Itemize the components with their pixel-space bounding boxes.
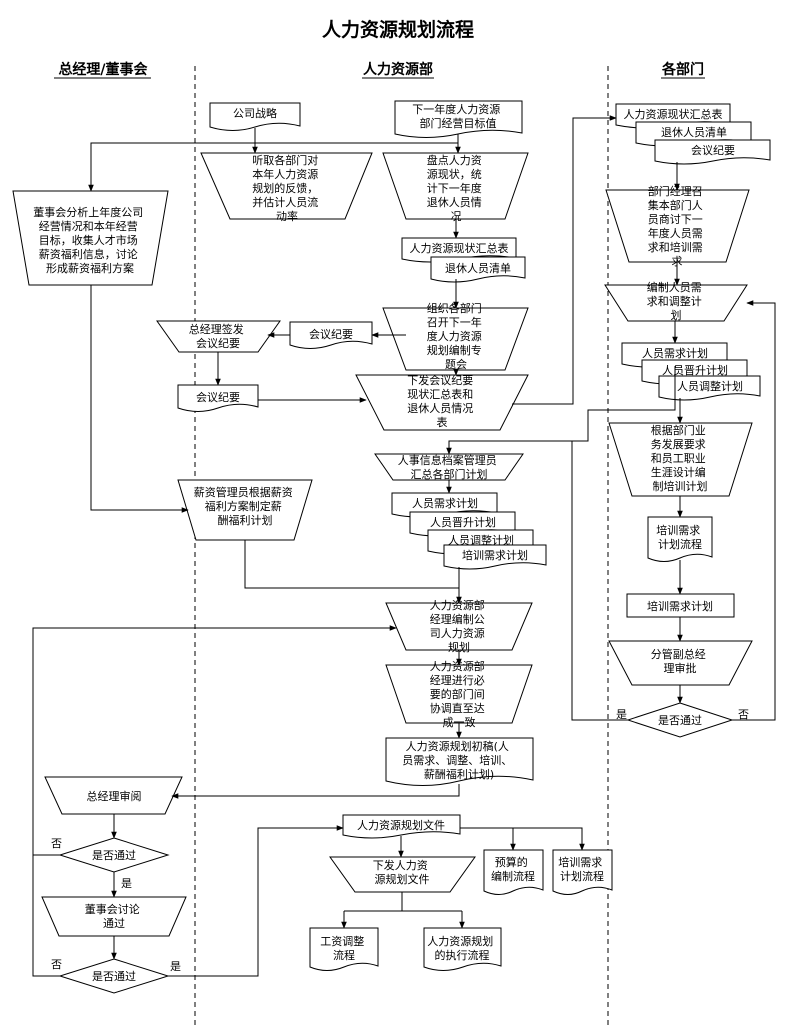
node-comp-admin: 薪资管理员根据薪资 福利方案制定薪 酬福利计划 <box>177 479 313 541</box>
node-meeting-minutes-1: 会议纪要 <box>289 321 373 349</box>
node-board-discuss: 董事会讨论 通过 <box>41 896 187 937</box>
edge-label-yes-2: 是 <box>170 960 181 973</box>
node-hr-archive: 人事信息档案管理员 汇总各部门计划 <box>374 453 524 481</box>
svg-text:总经理审阅: 总经理审阅 <box>87 789 142 803</box>
node-issue-minutes: 下发会议纪要 现状汇总表和 退休人员情况 表 <box>355 373 529 431</box>
svg-text:人力资源规划文件: 人力资源规划文件 <box>357 818 445 832</box>
svg-text:董事会讨论 通过: 董事会讨论 通过 <box>85 902 144 930</box>
svg-text:人员晋升计划: 人员晋升计划 <box>662 364 728 377</box>
node-plan-document: 人力资源规划文件 <box>342 814 461 839</box>
svg-text:下发会议纪要 现状汇总表和 退休人员: 下发会议纪要 现状汇总表和 退休人员情况 表 <box>407 373 477 429</box>
node-exec-flow: 人力资源规划 的执行流程 <box>423 927 502 971</box>
edge-label-no-1: 否 <box>51 837 62 850</box>
svg-text:会议纪要: 会议纪要 <box>196 391 240 404</box>
svg-text:培训需求计划: 培训需求计划 <box>462 548 528 562</box>
node-dept-plans-stack: 人员需求计划 人员晋升计划 人员调整计划 <box>621 342 761 401</box>
svg-text:人事信息档案管理员 汇总各部门计划: 人事信息档案管理员 汇总各部门计划 <box>398 453 501 481</box>
svg-text:根据部门业 务发展要求 和员工职业: 根据部门业 务发展要求 和员工职业 生涯设计编 制培训计划 <box>651 423 710 493</box>
svg-text:下一年度人力资源 部门经营目标值: 下一年度人力资源 部门经营目标值 <box>412 102 504 130</box>
svg-text:预算的 编制流程: 预算的 编制流程 <box>491 855 535 883</box>
node-inventory: 盘点人力资 源现状，统 计下一年度 退休人员情 况 <box>382 152 529 223</box>
node-decision-1: 是否通过 <box>58 837 170 873</box>
svg-text:分管副总经 理审批: 分管副总经 理审批 <box>651 647 710 675</box>
svg-text:编制人员需 求和调整计 划: 编制人员需 求和调整计 划 <box>647 280 706 322</box>
svg-text:是否通过: 是否通过 <box>92 849 136 862</box>
svg-text:人员需求计划: 人员需求计划 <box>642 347 708 360</box>
node-dept-compile: 编制人员需 求和调整计 划 <box>604 280 748 322</box>
edge-label-no-3: 否 <box>738 708 749 721</box>
svg-text:组织各部门 召开下一年 度人力资源: 组织各部门 召开下一年 度人力资源 规划编制专 题会 <box>427 301 486 371</box>
svg-text:是否通过: 是否通过 <box>658 714 702 727</box>
svg-text:培训需求 计划流程: 培训需求 计划流程 <box>656 523 704 551</box>
svg-text:下发人力资 源规划文件: 下发人力资 源规划文件 <box>373 858 432 886</box>
edge-label-yes-1: 是 <box>121 877 132 890</box>
edge-label-no-2: 否 <box>51 958 62 971</box>
node-meeting-minutes-2: 会议纪要 <box>177 384 259 412</box>
svg-text:总经理签发 会议纪要: 总经理签发 会议纪要 <box>189 322 248 350</box>
page-title: 人力资源规划流程 <box>322 18 474 41</box>
svg-text:退休人员清单: 退休人员清单 <box>445 262 511 275</box>
svg-text:工资调整 流程: 工资调整 流程 <box>320 934 368 962</box>
node-training-flow-doc: 培训需求 计划流程 <box>552 849 613 895</box>
node-hr-manager-coord: 人力资源部 经理进行必 要的部门间 协调直至达 成一致 <box>385 659 533 729</box>
node-next-year-goal: 下一年度人力资源 部门经营目标值 <box>394 100 523 138</box>
node-training-plan[interactable]: 培训需求计划 <box>626 593 735 618</box>
node-issue-plan-doc: 下发人力资 源规划文件 <box>329 856 476 893</box>
lane-departments: 各部门 <box>661 61 704 78</box>
svg-text:部门经理召 集本部门人 员商讨下一: 部门经理召 集本部门人 员商讨下一 年度人员需 求和培训需 求 <box>648 184 707 268</box>
svg-text:薪资管理员根据薪资 福利方案制定薪: 薪资管理员根据薪资 福利方案制定薪 酬福利计划 <box>194 485 297 527</box>
lane-hr-dept: 人力资源部 <box>363 61 433 78</box>
svg-text:人力资源现状汇总表: 人力资源现状汇总表 <box>624 107 723 121</box>
node-dept-meeting: 部门经理召 集本部门人 员商讨下一 年度人员需 求和培训需 求 <box>605 184 750 268</box>
node-hr-plans-stack: 人员需求计划 人员晋升计划 人员调整计划 培训需求计划 <box>391 492 547 570</box>
svg-text:人员需求计划: 人员需求计划 <box>412 497 478 510</box>
svg-text:人员晋升计划: 人员晋升计划 <box>430 516 496 529</box>
node-company-strategy: 公司战略 <box>209 102 301 131</box>
node-training-flow: 培训需求 计划流程 <box>647 516 713 562</box>
node-salary-adjust: 工资调整 流程 <box>309 927 379 971</box>
node-board-analysis: 董事会分析上年度公司 经营情况和本年经营 目标，收集人才市场 薪资福利信息，讨论… <box>12 190 169 286</box>
node-hr-manager-plan: 人力资源部 经理编制公 司人力资源 规划 <box>385 598 533 654</box>
svg-text:人力资源部 经理编制公 司人力资源: 人力资源部 经理编制公 司人力资源 规划 <box>430 598 489 654</box>
svg-text:人力资源现状汇总表: 人力资源现状汇总表 <box>410 241 509 255</box>
svg-text:会议纪要: 会议纪要 <box>691 144 735 157</box>
node-gm-review: 总经理审阅 <box>44 776 183 815</box>
node-plan-draft: 人力资源规划初稿(人 员需求、调整、培训、 薪酬福利计划) <box>385 737 534 786</box>
edges <box>32 115 776 977</box>
svg-text:会议纪要: 会议纪要 <box>309 328 353 341</box>
node-summary-retire-docs: 人力资源现状汇总表 退休人员清单 <box>401 237 526 283</box>
svg-text:人力资源规划初稿(人 员需求、调整、培训、: 人力资源规划初稿(人 员需求、调整、培训、 薪酬福利计划) <box>402 739 516 781</box>
svg-text:公司战略: 公司战略 <box>233 106 277 120</box>
node-organize-meeting: 组织各部门 召开下一年 度人力资源 规划编制专 题会 <box>382 301 529 371</box>
svg-text:培训需求 计划流程: 培训需求 计划流程 <box>558 855 606 883</box>
node-dept-training: 根据部门业 务发展要求 和员工职业 生涯设计编 制培训计划 <box>608 422 753 497</box>
node-listen-feedback: 听取各部门对 本年人力资源 规划的反馈， 并估计人员流 动率 <box>200 152 373 223</box>
node-dept-docs: 人力资源现状汇总表 退休人员清单 会议纪要 <box>615 103 771 165</box>
svg-text:退休人员清单: 退休人员清单 <box>661 126 727 139</box>
svg-text:听取各部门对 本年人力资源 规划的反: 听取各部门对 本年人力资源 规划的反馈， 并估计人员流 动率 <box>252 153 322 223</box>
node-decision-3: 是否通过 <box>626 702 734 738</box>
node-budget-flow: 预算的 编制流程 <box>483 849 544 895</box>
lane-gm-board: 总经理/董事会 <box>58 61 148 78</box>
svg-text:人力资源部 经理进行必 要的部门间: 人力资源部 经理进行必 要的部门间 协调直至达 成一致 <box>430 659 489 729</box>
svg-text:培训需求计划: 培训需求计划 <box>647 599 713 613</box>
node-vp-approval: 分管副总经 理审批 <box>608 640 753 686</box>
node-gm-issue-minutes: 总经理签发 会议纪要 <box>156 320 281 353</box>
svg-text:是否通过: 是否通过 <box>92 970 136 983</box>
svg-text:人力资源规划 的执行流程: 人力资源规划 的执行流程 <box>427 934 497 962</box>
node-decision-2: 是否通过 <box>58 958 170 994</box>
svg-text:董事会分析上年度公司 经营情况和本年经营: 董事会分析上年度公司 经营情况和本年经营 目标，收集人才市场 薪资福利信息，讨论… <box>33 205 147 275</box>
svg-text:盘点人力资 源现状，统 计下一年度: 盘点人力资 源现状，统 计下一年度 退休人员情 况 <box>427 153 486 223</box>
edge-label-yes-3: 是 <box>616 708 627 721</box>
svg-text:人员调整计划: 人员调整计划 <box>448 533 514 547</box>
svg-text:人员调整计划: 人员调整计划 <box>677 379 743 393</box>
